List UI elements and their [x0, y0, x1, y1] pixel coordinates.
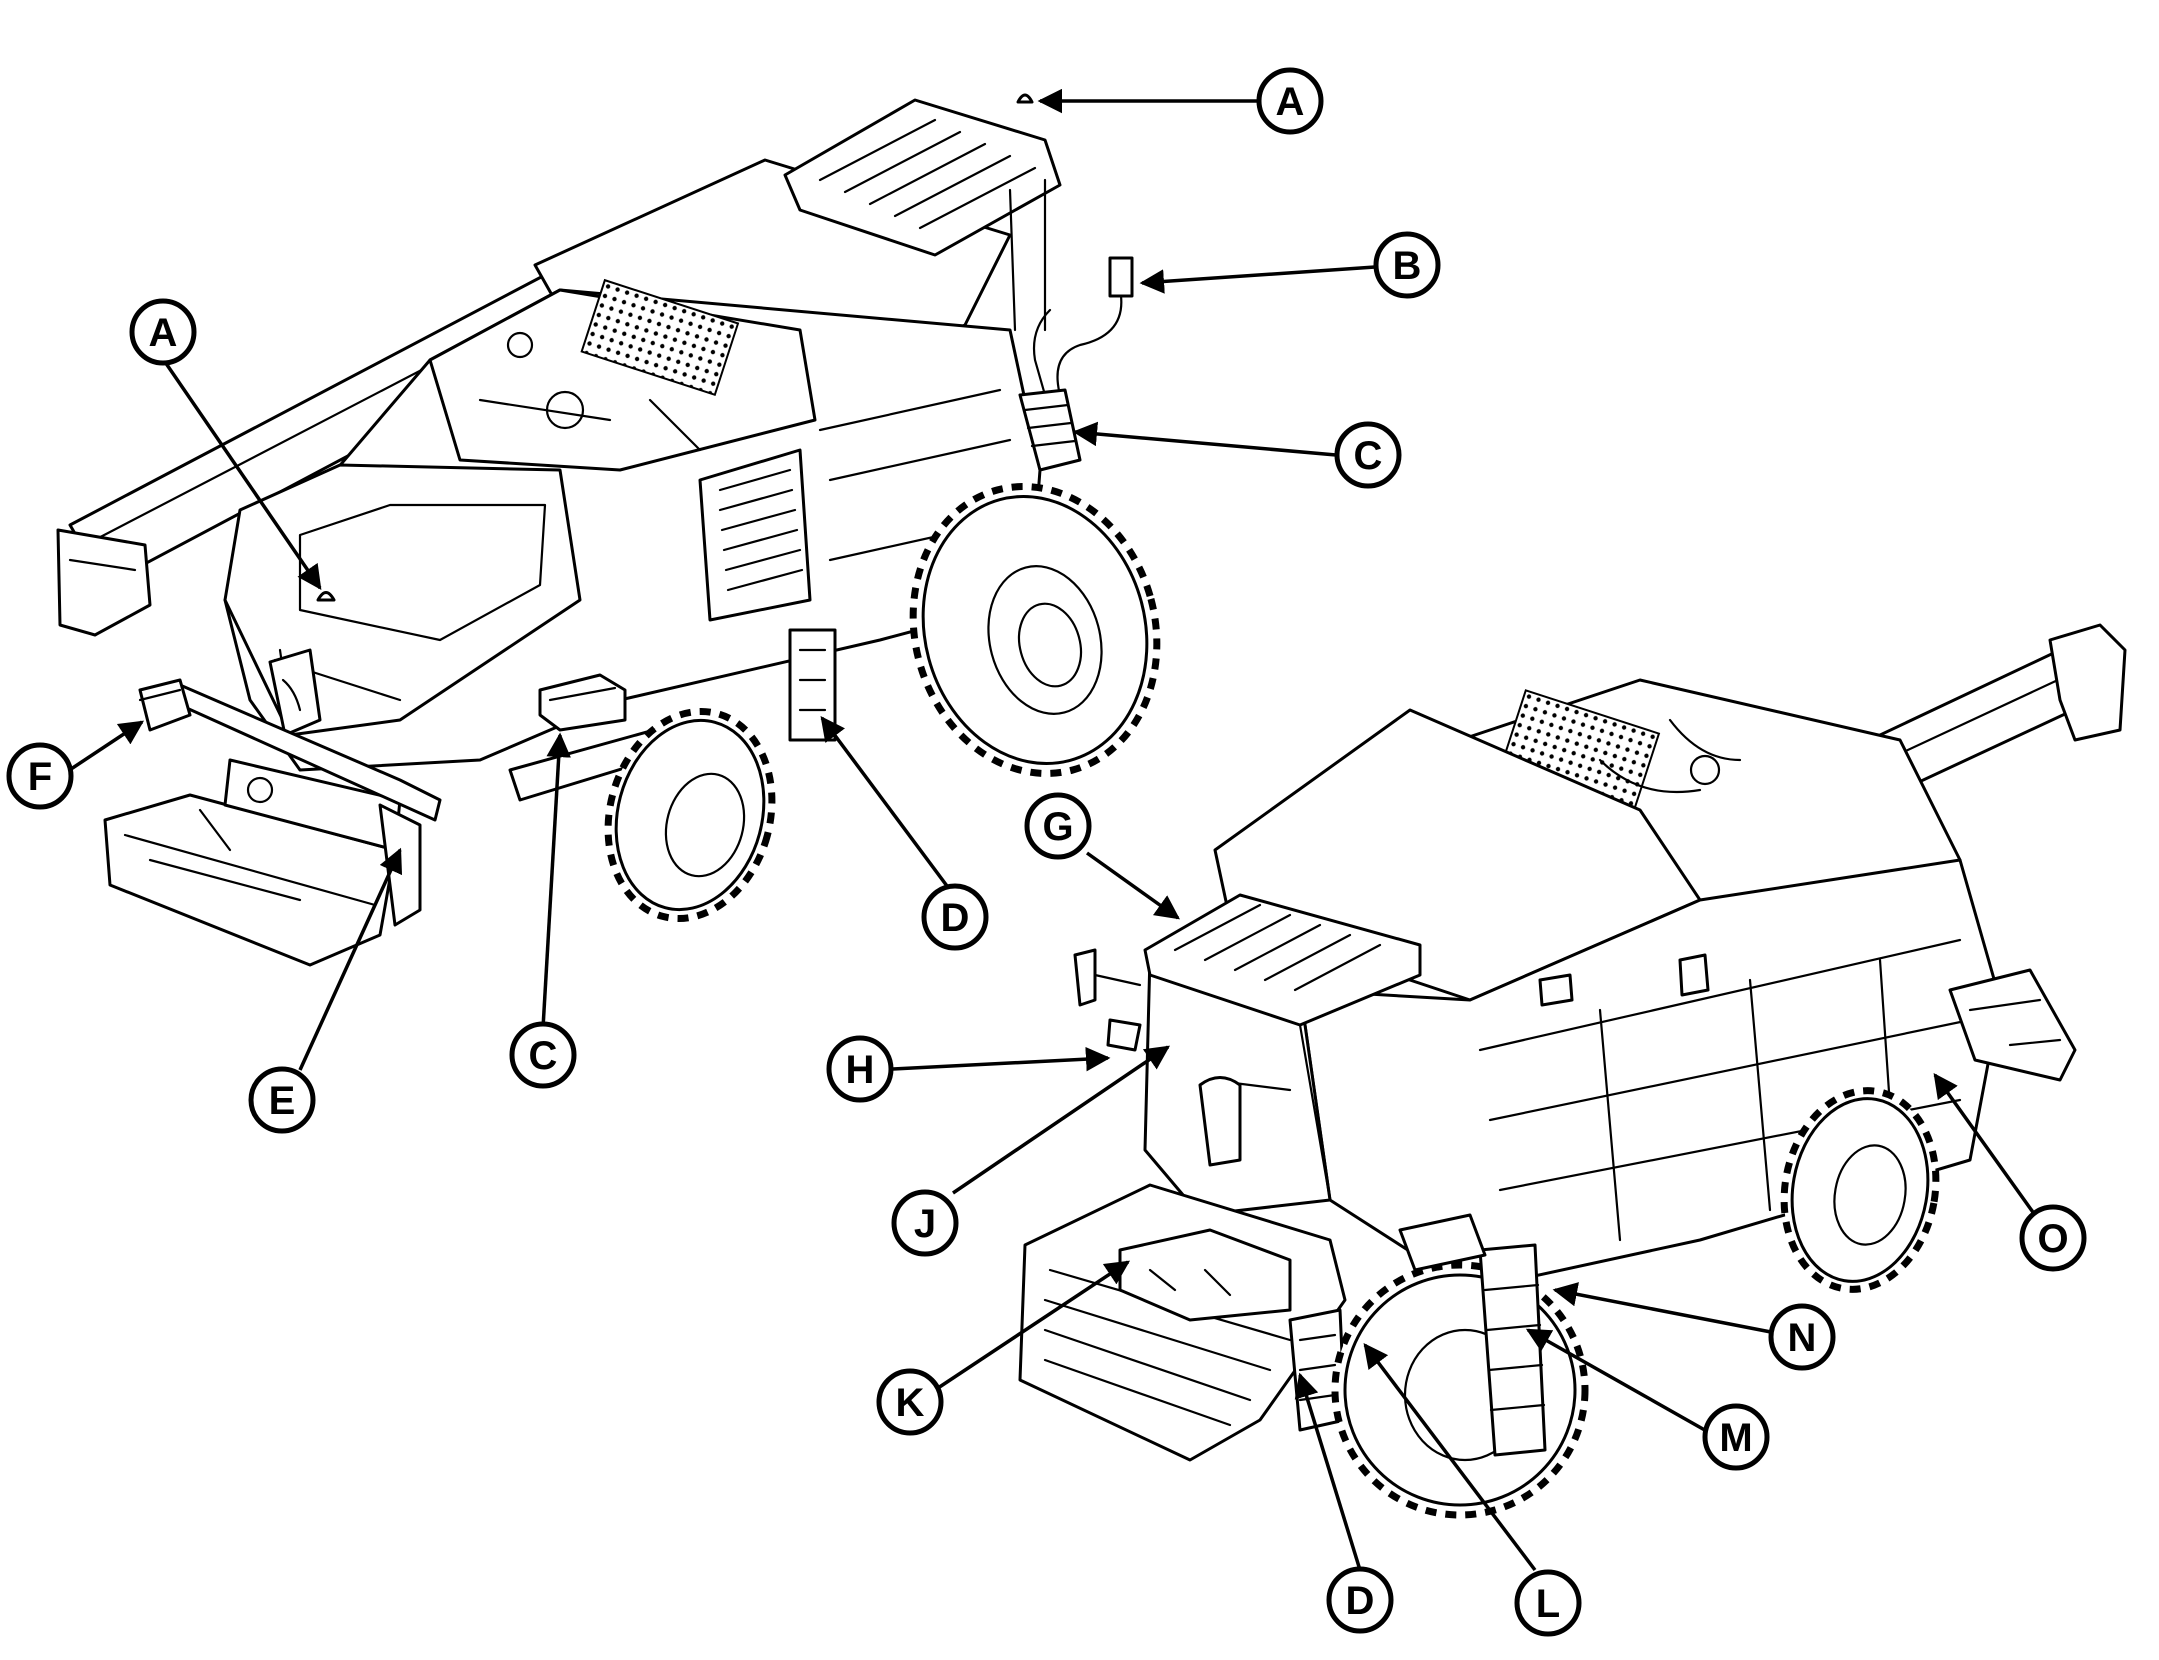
platform-k	[1118, 1228, 1292, 1322]
light-bracket-f	[138, 678, 192, 732]
callout-label: F	[28, 755, 52, 799]
rear-bracket-o	[1948, 968, 2077, 1082]
rear-tire-right	[1780, 1087, 1940, 1293]
beacon-light-top	[1016, 93, 1034, 104]
callout-d-left: D	[921, 883, 989, 951]
side-panel-louvers	[698, 448, 812, 622]
callout-label: L	[1536, 1582, 1560, 1626]
rear-view-combine	[56, 93, 1161, 967]
callout-label: J	[914, 1202, 936, 1246]
auger-spout-right	[2048, 623, 2127, 742]
callout-b: B	[1373, 231, 1441, 299]
seat	[1198, 1076, 1242, 1167]
step-platform	[1398, 1213, 1487, 1272]
auger-spout-left	[56, 528, 152, 637]
ladder-right	[1478, 1243, 1547, 1457]
engine-grille-left	[580, 278, 740, 397]
callout-label: G	[1042, 805, 1073, 849]
callout-n: N	[1768, 1303, 1836, 1371]
callout-j: J	[891, 1189, 959, 1257]
callout-label: D	[1346, 1579, 1375, 1623]
rear-camera	[1108, 256, 1134, 298]
cab-roof-grid	[1143, 893, 1422, 1027]
callout-o: O	[2019, 1204, 2087, 1272]
callout-label: C	[529, 1034, 558, 1078]
callout-label: E	[269, 1079, 296, 1123]
callout-d-right: D	[1326, 1566, 1394, 1634]
callout-label: A	[1276, 80, 1305, 124]
step-left	[538, 673, 627, 732]
leader-lines	[64, 88, 2037, 1572]
callout-a-hood: A	[129, 298, 197, 366]
front-tire-left	[909, 483, 1161, 777]
callout-label: B	[1393, 244, 1422, 288]
callout-a-top: A	[1256, 67, 1324, 135]
callout-k: K	[876, 1368, 944, 1436]
callout-g: G	[1024, 792, 1092, 860]
callout-f: F	[6, 742, 74, 810]
callout-c-lower: C	[509, 1021, 577, 1089]
callout-label: A	[149, 311, 178, 355]
callout-label: O	[2037, 1217, 2068, 1261]
rear-spreader-left	[103, 793, 397, 967]
callout-label: H	[846, 1048, 875, 1092]
callout-label: N	[1788, 1316, 1817, 1360]
mirror-h	[1073, 948, 1097, 1007]
callout-e: E	[248, 1066, 316, 1134]
front-view-combine	[1018, 623, 2127, 1519]
callout-c-upper: C	[1334, 421, 1402, 489]
callout-label: M	[1719, 1416, 1752, 1460]
callout-l: L	[1514, 1569, 1582, 1637]
light-h	[1106, 1018, 1142, 1052]
rear-tire-left	[604, 707, 776, 923]
front-tire-right	[1331, 1261, 1589, 1519]
logo-icon	[268, 648, 322, 737]
callout-label: K	[896, 1381, 925, 1425]
callout-label: D	[941, 896, 970, 940]
callout-label: C	[1354, 434, 1383, 478]
callout-h: H	[826, 1035, 894, 1103]
beacon-light-hood	[316, 591, 336, 602]
callout-m: M	[1702, 1403, 1770, 1471]
